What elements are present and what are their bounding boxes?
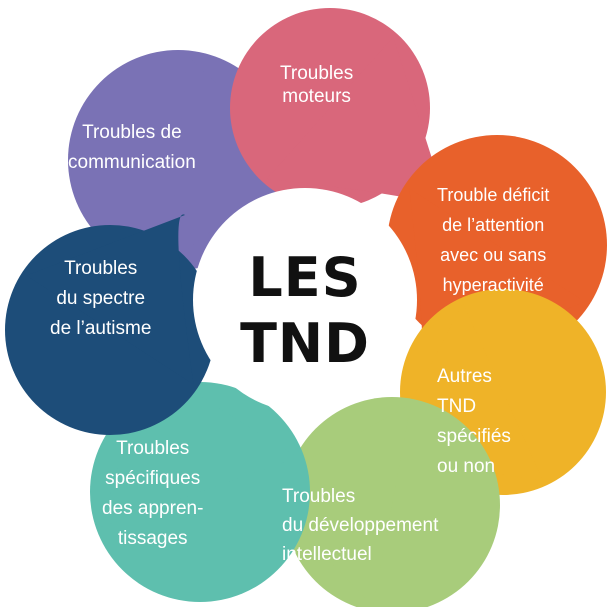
petal-moteurs (230, 8, 451, 216)
label-moteurs: Troubles moteurs (280, 63, 354, 107)
label-tdah: Trouble déficit de l’attention avec ou s… (437, 185, 550, 295)
title-line-1: LES (248, 246, 362, 309)
diagram-title: LES TND (190, 245, 420, 377)
center-circle (193, 188, 417, 412)
label-apprentissages: Troubles spécifiques des appren- tissage… (102, 438, 204, 549)
title-line-2: TND (240, 312, 370, 375)
label-autisme: Troubles du spectre de l’autisme (50, 258, 152, 339)
label-communication: Troubles de communication (68, 122, 196, 173)
petal-intellectuel (247, 397, 500, 607)
label-autres: Autres TND spécifiés ou non (437, 366, 511, 477)
label-intellectuel: Troubles du développement intellectuel (282, 486, 439, 565)
petal-autisme (5, 214, 215, 435)
